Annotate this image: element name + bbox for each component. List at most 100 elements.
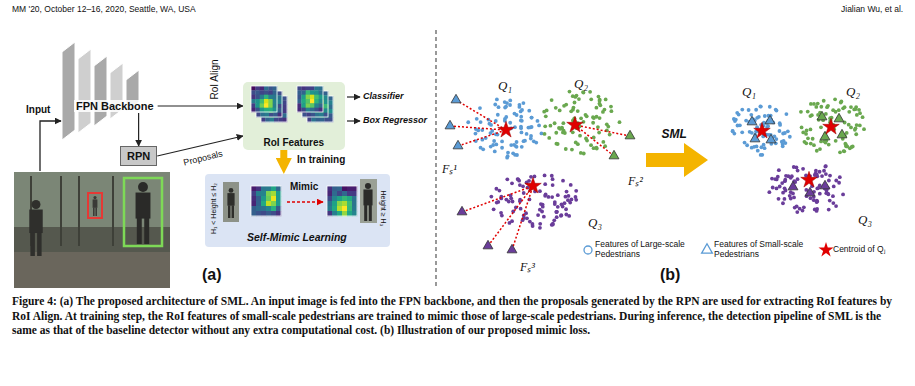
pedestrian-leg bbox=[37, 232, 41, 256]
large-scale-feature bbox=[479, 120, 483, 124]
large-scale-feature bbox=[539, 202, 543, 206]
feature-cell bbox=[297, 86, 302, 91]
feature-cell bbox=[261, 206, 266, 211]
large-scale-feature bbox=[814, 105, 818, 109]
pedestrian-body bbox=[363, 189, 372, 205]
pedestrian-head bbox=[93, 196, 96, 199]
large-scale-feature bbox=[809, 127, 813, 131]
feature-label: Fₛ³ bbox=[520, 258, 535, 275]
large-scale-feature bbox=[792, 195, 796, 199]
feature-cell bbox=[260, 103, 265, 108]
large-scale-feature bbox=[747, 108, 751, 112]
small-scale-feature bbox=[747, 116, 757, 125]
large-scale-feature bbox=[573, 101, 577, 105]
feature-cell bbox=[268, 86, 273, 91]
large-scale-feature bbox=[759, 105, 763, 109]
feature-cluster bbox=[799, 97, 866, 154]
large-scale-feature bbox=[506, 151, 510, 155]
feature-cell bbox=[271, 206, 276, 211]
feature-cell bbox=[332, 201, 337, 206]
large-scale-feature bbox=[545, 109, 549, 113]
centroid-star bbox=[525, 177, 542, 193]
legend-circle bbox=[584, 246, 592, 254]
large-scale-feature bbox=[551, 223, 555, 227]
large-scale-feature bbox=[854, 107, 858, 111]
large-scale-feature bbox=[570, 198, 574, 202]
large-scale-feature bbox=[543, 194, 547, 198]
large-scale-feature bbox=[503, 106, 507, 110]
fpn-layer bbox=[94, 56, 107, 126]
legend-text: Features of Large-scale Pedestrians bbox=[595, 240, 695, 260]
large-scale-feature bbox=[547, 195, 551, 199]
feature-cell bbox=[342, 191, 347, 196]
large-scale-feature bbox=[515, 145, 519, 149]
large-scale-feature bbox=[818, 192, 822, 196]
feature-cell bbox=[297, 103, 302, 108]
large-scale-feature bbox=[812, 143, 816, 147]
large-scale-feature bbox=[820, 174, 824, 178]
large-scale-feature bbox=[783, 197, 787, 201]
large-scale-feature bbox=[618, 120, 622, 124]
large-scale-feature bbox=[534, 141, 538, 145]
pedestrian-leg bbox=[93, 208, 95, 216]
pedestrian-body bbox=[227, 193, 234, 206]
small-scale-feature bbox=[820, 180, 830, 189]
centroid-star bbox=[754, 122, 771, 138]
legend-triangle bbox=[702, 244, 713, 253]
mimic-pull-line bbox=[462, 186, 533, 212]
large-scale-feature bbox=[815, 200, 819, 204]
large-scale-feature bbox=[777, 168, 781, 172]
large-scale-feature bbox=[561, 179, 565, 183]
large-scale-feature bbox=[763, 114, 767, 118]
feature-cell bbox=[306, 86, 311, 91]
method-label: SML bbox=[662, 127, 687, 141]
large-scale-feature bbox=[589, 143, 593, 147]
large-scale-feature bbox=[834, 179, 838, 183]
feature-cell bbox=[256, 206, 261, 211]
mimic-pull-line bbox=[575, 125, 614, 156]
head-label: Box Regressor bbox=[363, 115, 427, 125]
large-scale-feature bbox=[579, 116, 583, 120]
large-scale-feature bbox=[815, 200, 819, 204]
large-scale-feature bbox=[492, 139, 496, 143]
mimic-pull-line bbox=[450, 126, 506, 130]
large-scale-feature bbox=[827, 179, 831, 183]
large-scale-feature bbox=[519, 119, 523, 123]
large-scale-feature bbox=[576, 109, 580, 113]
feature-cell bbox=[271, 211, 276, 216]
large-scale-feature bbox=[604, 98, 608, 102]
large-scale-feature bbox=[555, 210, 559, 214]
feature-cell bbox=[251, 86, 256, 91]
feature-map-border bbox=[251, 86, 277, 112]
feature-map bbox=[307, 96, 333, 122]
centroid-star bbox=[567, 116, 584, 132]
head-label: Classifier bbox=[363, 91, 404, 101]
mimic-pull-line bbox=[488, 186, 533, 246]
feature-cell bbox=[251, 186, 256, 191]
small-scale-feature bbox=[445, 120, 455, 129]
feature-map bbox=[302, 91, 328, 117]
feature-cell bbox=[342, 186, 347, 191]
feature-cell bbox=[251, 90, 256, 95]
feature-cell bbox=[260, 90, 265, 95]
small-scale-feature bbox=[453, 140, 463, 149]
large-scale-feature bbox=[568, 90, 572, 94]
large-scale-feature bbox=[767, 190, 771, 194]
large-scale-feature bbox=[536, 119, 540, 123]
large-scale-feature bbox=[520, 131, 524, 135]
large-scale-feature bbox=[493, 150, 497, 154]
large-scale-feature bbox=[554, 131, 558, 135]
large-scale-feature bbox=[812, 102, 816, 106]
height-range: Height ≥ H₃ bbox=[380, 190, 387, 226]
large-scale-feature bbox=[588, 90, 592, 94]
feature-map-border bbox=[261, 96, 287, 122]
centroid-star bbox=[801, 171, 818, 187]
architecture-illustration bbox=[14, 42, 360, 288]
large-scale-feature bbox=[466, 120, 470, 124]
feature-cell bbox=[260, 95, 265, 100]
feature-cell bbox=[264, 95, 269, 100]
small-scale-feature bbox=[483, 240, 493, 249]
large-scale-feature bbox=[601, 110, 605, 114]
image-pole bbox=[78, 176, 80, 246]
image-pole bbox=[112, 176, 114, 246]
